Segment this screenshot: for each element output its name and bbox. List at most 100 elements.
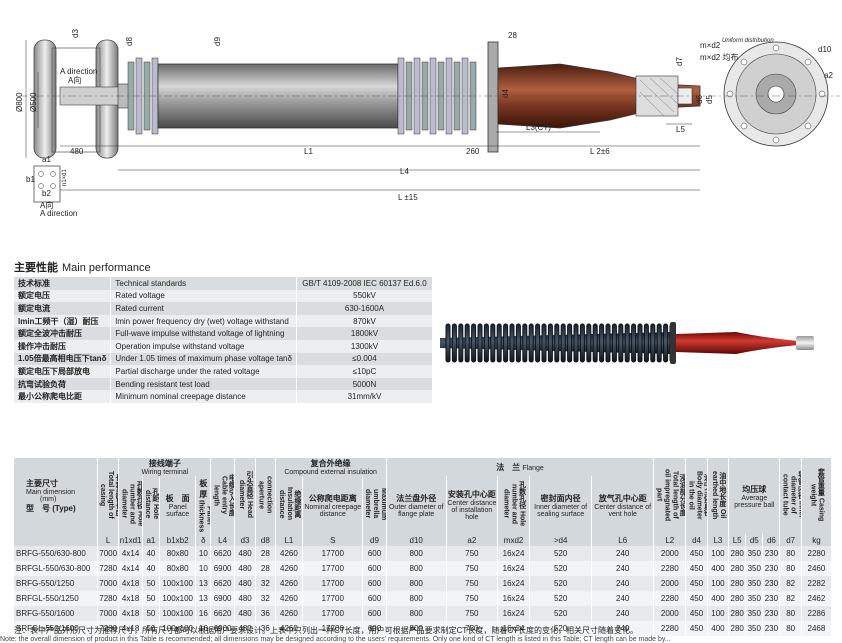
value-cell: 230 — [762, 576, 781, 591]
value-cell: 2000 — [653, 606, 687, 621]
value-cell: 2000 — [653, 576, 687, 591]
model-cell: BRFG-550/1600 — [14, 606, 98, 621]
value-cell: 450 — [685, 591, 708, 606]
value-cell: 7000 — [97, 546, 120, 561]
compound-en: Compound external insulation — [284, 469, 377, 476]
value-cell: 7280 — [97, 591, 120, 606]
symbol-cell: a1 — [142, 534, 160, 546]
ball-cn: 均压球 — [742, 484, 767, 494]
a-view-label: A向 — [68, 75, 81, 85]
perf-value: 1800kV — [296, 327, 432, 340]
oil-length-header: 浸油部分长度 Total length of oil impregnated p… — [653, 458, 687, 534]
value-cell: 50 — [142, 576, 160, 591]
hole-distance-header: 孔距 Hole distance — [142, 476, 160, 534]
value-cell: 230 — [762, 591, 781, 606]
value-cell: 450 — [685, 621, 708, 636]
symbol-cell: L2 — [653, 534, 687, 546]
panel-thickness-header: 板 厚 Panel thickness — [195, 476, 212, 534]
value-cell: 240 — [591, 591, 655, 606]
shed-fin — [624, 323, 630, 363]
value-cell: 280 — [728, 591, 747, 606]
type-en: (Type) — [52, 504, 76, 513]
value-cell: 13 — [195, 591, 212, 606]
model-cell: BRFG-550/630-800 — [14, 546, 98, 561]
performance-title-en: Main performance — [62, 262, 151, 274]
shed-fin — [509, 323, 515, 363]
total-length-header: 长套总管长度 Total length of casing — [97, 458, 120, 534]
value-cell: 100x100 — [159, 621, 197, 636]
value-cell: 7280 — [97, 621, 120, 636]
value-cell: 28 — [255, 546, 276, 561]
ball-en: Average pressure ball — [734, 494, 775, 509]
symbol-cell: δ — [195, 534, 212, 546]
n1d1-label: n1×d1 — [62, 168, 68, 186]
shed-fin — [496, 323, 502, 363]
wiring-cn: 接线端子 — [148, 459, 181, 468]
model-cell: BRFG-550/1250 — [14, 576, 98, 591]
value-cell: 6900 — [210, 621, 235, 636]
model-cell: BRFGL-550/1250 — [14, 591, 98, 606]
symbol-cell-type — [14, 534, 98, 546]
symbol-cell: d7 — [779, 534, 802, 546]
shed-fin — [637, 323, 643, 363]
value-cell: 80 — [779, 546, 802, 561]
symbol-cell: d9 — [362, 534, 387, 546]
wiring-en: Wiring terminal — [141, 469, 189, 476]
value-cell: 32 — [255, 576, 276, 591]
value-cell: 80 — [779, 561, 802, 576]
value-cell: 13 — [195, 576, 212, 591]
shed-fin — [451, 323, 457, 363]
perf-key: 操作冲击耐压 — [14, 339, 112, 353]
shed-fin — [618, 323, 624, 363]
main-dimension-header: 主要尺寸 Main dimension (mm) 型 号 (Type) — [14, 458, 98, 534]
compound-insulation-header: 复合外绝缘 Compound external insulation — [275, 458, 387, 476]
a1-label: a1 — [42, 155, 51, 164]
wiring-terminal-header: 接线端子 Wiring terminal — [118, 458, 212, 476]
value-cell: 800 — [386, 576, 447, 591]
value-cell: 600 — [362, 591, 387, 606]
shed-fin — [477, 323, 483, 363]
value-cell: 17700 — [302, 606, 364, 621]
value-cell: 17700 — [302, 561, 364, 576]
perf-key: lmin工频干（湿）耐压 — [14, 314, 112, 328]
value-cell: 16x24 — [497, 606, 531, 621]
value-cell: 80x80 — [159, 546, 197, 561]
symbol-cell: a2 — [446, 534, 499, 546]
hole-number-header: 孔数孔径 Hole number and diameter — [118, 476, 143, 534]
value-cell: 2000 — [653, 546, 687, 561]
oil-earth-header: 油中地长度 Oil earthed length — [707, 458, 730, 534]
value-cell: 40 — [142, 546, 160, 561]
bottom-a-view-label: A向 — [40, 200, 53, 210]
flange-cn: 法 兰 — [496, 462, 521, 472]
value-cell: 80x80 — [159, 561, 197, 576]
perf-en: Bending resistant test load — [110, 377, 297, 391]
symbol-cell: kg — [801, 534, 833, 546]
value-cell: 10 — [195, 546, 212, 561]
model-cell: BRFGL-550/1600 — [14, 621, 98, 636]
type-cn: 型 号 — [26, 504, 50, 513]
bushing-photo — [440, 322, 814, 364]
perf-value: 630-1600A — [296, 302, 432, 315]
dia500-label: Ø500 — [29, 92, 38, 112]
shed-fin — [464, 323, 470, 363]
value-cell: 450 — [685, 561, 708, 576]
d3-label: d3 — [71, 29, 80, 38]
value-cell: 100 — [707, 606, 730, 621]
perf-value: ≤10pC — [296, 365, 432, 378]
bushing-drawing: A direction A向 Ø800 Ø500 d3 d8 d9 d4 d7 … — [15, 29, 840, 218]
value-cell: 750 — [446, 576, 499, 591]
symbol-cell: L6 — [591, 534, 655, 546]
value-cell: 4260 — [275, 561, 304, 576]
bottom-a-direction-label: A direction — [40, 209, 77, 218]
value-cell: 17700 — [302, 576, 364, 591]
thick-cn: 板 厚 — [199, 479, 209, 499]
value-cell: 520 — [529, 621, 593, 636]
flange-en: Flange — [522, 464, 544, 472]
main-dim-en: Main dimension — [26, 489, 76, 496]
d4-label: d4 — [501, 89, 510, 98]
